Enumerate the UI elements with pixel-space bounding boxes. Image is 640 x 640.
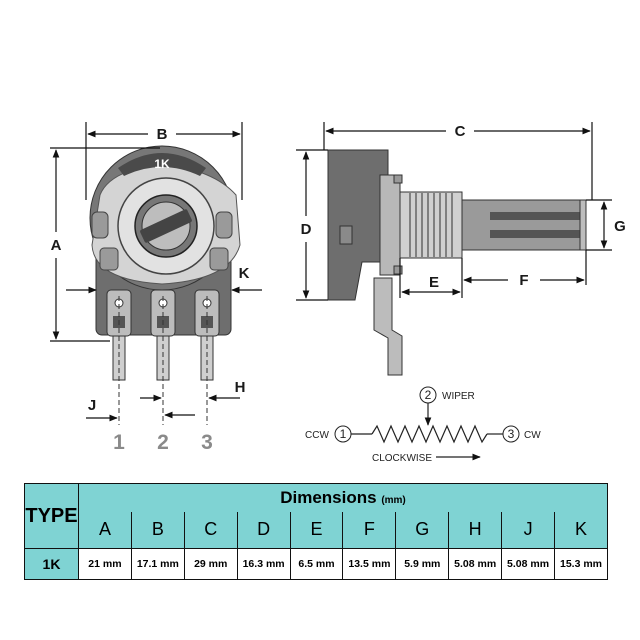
terminal-3-circle: [502, 425, 520, 443]
column-header-j: J: [501, 511, 556, 549]
front-ear-left: [91, 211, 109, 239]
value-cell-d: 16.3 mm: [236, 548, 291, 580]
column-header-f: F: [342, 511, 397, 549]
side-terminal: [373, 277, 403, 376]
column-header-h: H: [448, 511, 503, 549]
row-type-cell: 1K: [24, 548, 79, 580]
wiring-schematic: CCW 1 3 CW 2 WIPER CLOCKWISE: [305, 386, 541, 464]
column-header-g: G: [395, 511, 450, 549]
side-plate: [379, 174, 401, 276]
column-header-e: E: [289, 511, 344, 549]
dimensions-table: TYPE Dimensions (mm) A B C D E F G H J K…: [24, 482, 608, 580]
label-c: C: [455, 123, 466, 140]
pin-label-1: 1: [113, 431, 125, 454]
front-ear-right: [215, 211, 233, 239]
terminal-3-number: 3: [508, 427, 515, 441]
value-cell-k: 15.3 mm: [554, 548, 608, 580]
table-row: 1K 21 mm 17.1 mm 29 mm 16.3 mm 6.5 mm 13…: [24, 548, 608, 580]
side-shaft: [461, 199, 587, 251]
column-header-k: K: [554, 511, 608, 549]
resistor-zigzag: [371, 424, 488, 444]
label-b: B: [157, 126, 168, 143]
value-cell-g: 5.9 mm: [395, 548, 450, 580]
front-foot-right: [209, 247, 229, 271]
pin-label-3: 3: [201, 431, 213, 454]
terminal-2-number: 2: [425, 388, 432, 402]
ccw-label: CCW: [305, 430, 329, 441]
type-header: TYPE: [24, 483, 79, 549]
dimensions-unit: (mm): [381, 494, 406, 506]
pin-label-2: 2: [157, 431, 169, 454]
value-cell-b: 17.1 mm: [130, 548, 185, 580]
column-header-d: D: [236, 511, 291, 549]
label-h: H: [235, 379, 246, 396]
wiper-label: WIPER: [442, 391, 475, 402]
cw-label: CW: [524, 430, 541, 441]
terminal-1-number: 1: [340, 427, 347, 441]
value-cell-e: 6.5 mm: [289, 548, 344, 580]
value-cell-a: 21 mm: [78, 548, 132, 580]
column-header-b: B: [130, 511, 185, 549]
dimensions-title-text: Dimensions: [280, 487, 377, 507]
label-a: A: [51, 237, 62, 254]
column-header-a: A: [78, 511, 132, 549]
front-marking-band: [118, 153, 206, 176]
potentiometer-drawing: 1K B: [50, 122, 626, 464]
label-j: J: [88, 397, 96, 414]
value-cell-h: 5.08 mm: [448, 548, 503, 580]
side-view: C D E F G: [296, 122, 626, 376]
knob-marking: 1K: [154, 157, 170, 171]
column-header-c: C: [183, 511, 238, 549]
value-cell-c: 29 mm: [183, 548, 238, 580]
label-e: E: [429, 274, 439, 291]
label-d: D: [301, 221, 312, 238]
label-f: F: [519, 272, 528, 289]
front-foot-left: [99, 247, 119, 271]
label-g: G: [614, 218, 626, 235]
value-cell-f: 13.5 mm: [342, 548, 397, 580]
label-k: K: [239, 265, 250, 282]
front-pins: [106, 289, 220, 381]
value-cell-j: 5.08 mm: [501, 548, 556, 580]
clockwise-label: CLOCKWISE: [372, 453, 432, 464]
dimensions-title: Dimensions (mm): [78, 482, 608, 512]
front-shaft-slot: [140, 209, 192, 243]
front-view: 1K B: [50, 122, 262, 454]
